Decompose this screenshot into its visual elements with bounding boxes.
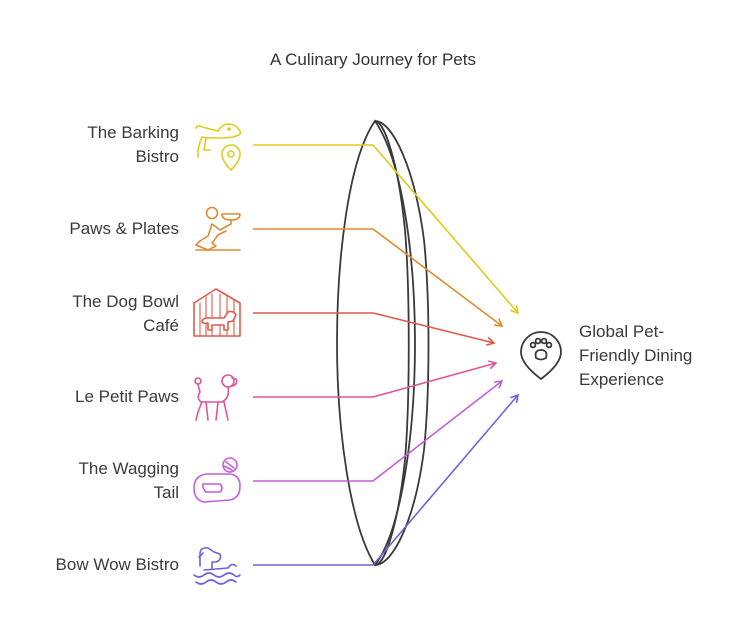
source-label-line: Paws & Plates (69, 219, 179, 238)
steak-treat-icon (193, 457, 241, 503)
source-label-line: The Dog Bowl (72, 292, 179, 311)
connector-wagging-tail (253, 380, 504, 482)
dog-location-pin-icon (195, 123, 242, 171)
person-serving-plate-icon (195, 206, 241, 251)
source-label-line: The Wagging (78, 459, 179, 478)
source-label-paws-plates: Paws & Plates (69, 217, 179, 241)
source-label-wagging-tail: The Wagging Tail (79, 457, 179, 505)
diagram-title: A Culinary Journey for Pets (270, 50, 476, 69)
connector-le-petit-paws (253, 360, 498, 398)
connector-paws-plates (253, 228, 504, 327)
swimming-dog-icon (193, 547, 241, 585)
source-label-dog-bowl-cafe: The Dog Bowl Café (72, 290, 179, 338)
source-label-line: Tail (153, 483, 179, 502)
source-label-le-petit-paws: Le Petit Paws (75, 385, 179, 409)
connector-dog-bowl-cafe (253, 312, 496, 346)
destination-label: Global Pet- Friendly Dining Experience (579, 320, 692, 392)
paw-location-pin-icon (520, 331, 562, 380)
source-label-line: Bow Wow Bistro (55, 555, 179, 574)
destination-label-line: Experience (579, 370, 665, 389)
lens-shape (336, 119, 430, 567)
dog-house-icon (193, 288, 241, 337)
source-label-line: Le Petit Paws (75, 387, 179, 406)
source-label-line: The Barking (87, 123, 179, 142)
source-label-line: Café (143, 316, 179, 335)
source-label-line: Bistro (135, 147, 179, 166)
poodle-icon (194, 374, 238, 421)
connector-barking-bistro (253, 144, 520, 315)
connector-bow-wow-bistro (253, 393, 520, 566)
connectors (253, 144, 520, 566)
destination-label-line: Global Pet- (579, 322, 665, 341)
source-label-barking-bistro: The Barking Bistro (87, 121, 179, 169)
source-label-bow-wow-bistro: Bow Wow Bistro (56, 553, 179, 577)
destination-label-line: Friendly Dining (579, 346, 693, 365)
